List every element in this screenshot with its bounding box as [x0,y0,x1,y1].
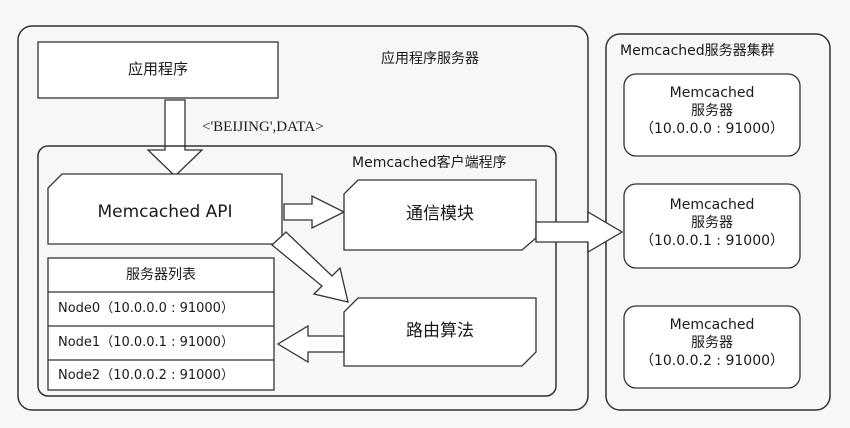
server-address: （10.0.0.1 : 91000） [639,233,785,249]
api-box [47,173,283,245]
application-label: 应用程序 [127,60,188,78]
server-name: Memcached [669,317,755,333]
client-title: Memcached客户端程序 [352,155,507,171]
server-list-title: 服务器列表 [126,267,196,283]
server-card: Memcached 服务器 （10.0.0.0 : 91000） [624,84,800,138]
server-list-row: Node0（10.0.0.0 : 91000） [58,301,234,316]
server-name: Memcached [669,197,755,213]
server-role: 服务器 [691,335,733,351]
application-box [37,41,279,99]
server-card: Memcached 服务器 （10.0.0.2 : 91000） [624,316,800,370]
server-box [623,73,801,157]
server-box [623,305,801,389]
server-role: 服务器 [691,103,733,119]
routing-box [343,297,537,367]
routing-label: 路由算法 [406,321,474,341]
server-name: Memcached [669,85,755,101]
server-box [623,183,801,269]
server-card: Memcached 服务器 （10.0.0.1 : 91000） [624,196,800,250]
comm-module-box [343,179,537,251]
request-label: <'BEIJING',DATA> [202,119,324,135]
api-label: Memcached API [97,202,233,222]
server-list-row: Node2（10.0.0.2 : 91000） [58,368,234,383]
server-role: 服务器 [691,215,733,231]
server-list-row: Node1（10.0.0.1 : 91000） [58,335,234,350]
arrow-comm-to-cluster [535,210,624,254]
server-address: （10.0.0.2 : 91000） [639,353,785,369]
client-container [37,145,557,397]
arrow-app-to-client [146,99,204,177]
arrow-api-to-routing [271,231,349,303]
app-server-title: 应用程序服务器 [381,51,479,67]
arrow-api-to-comm [283,194,346,230]
server-address: （10.0.0.0 : 91000） [639,121,785,137]
comm-module-label: 通信模块 [406,204,474,224]
arrow-routing-to-list [276,324,345,364]
cluster-title: Memcached服务器集群 [620,43,775,59]
server-list-table [47,257,275,391]
